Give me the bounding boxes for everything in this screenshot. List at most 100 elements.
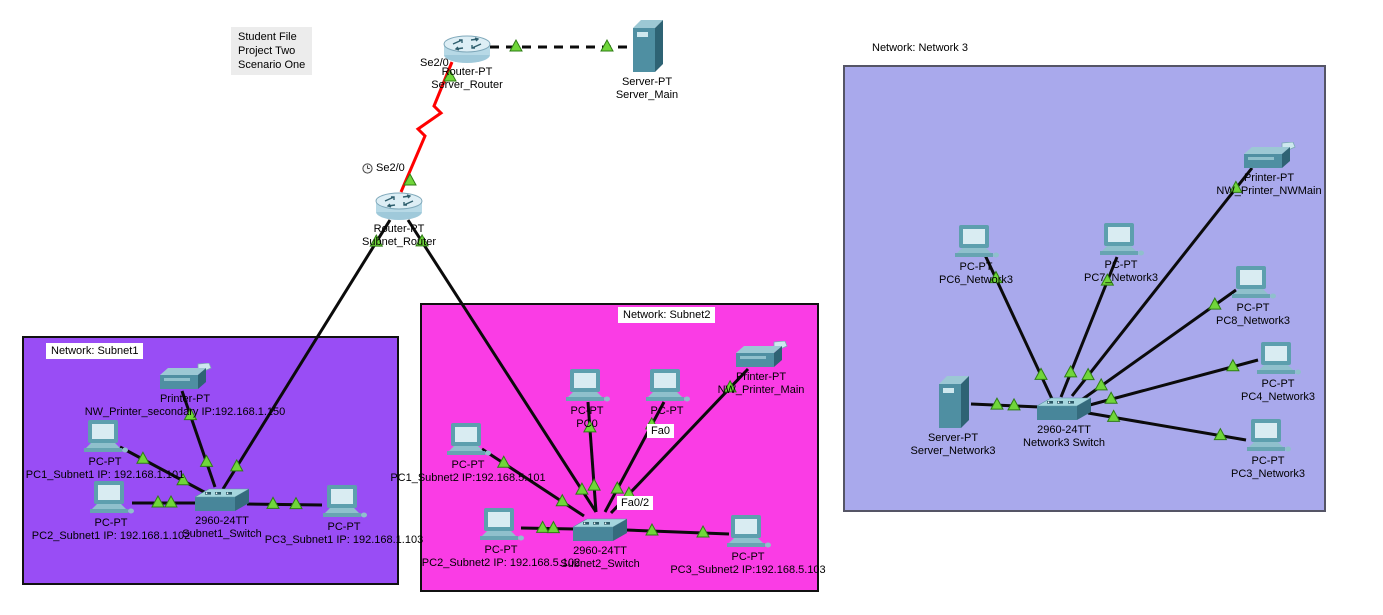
link-status-triangle [1063, 364, 1078, 378]
device-label: Printer-PT [735, 371, 787, 383]
pc-icon [564, 369, 610, 407]
link-status-triangle [645, 522, 659, 536]
device-label: Server_Network3 [910, 445, 996, 457]
device-pc1-subnet2[interactable] [445, 423, 491, 457]
note-line: Project Two [238, 45, 296, 57]
device-label: PC-PT [959, 261, 993, 273]
link-status-triangle [496, 455, 511, 468]
switch-icon [1035, 397, 1093, 426]
device-pc1-subnet1[interactable] [82, 420, 128, 454]
device-pc-fa0[interactable] [644, 369, 690, 403]
device-subnet1-switch[interactable] [193, 487, 251, 513]
device-label: PC-PT [88, 456, 122, 468]
link-printermain-switch[interactable] [609, 367, 750, 515]
device-label: PC1_Subnet2 IP:192.168.5.101 [390, 472, 546, 484]
region-subnet1 [22, 336, 399, 585]
link-printersec-switch[interactable] [180, 390, 217, 488]
link-subnetrouter-subnet2switch[interactable] [406, 219, 598, 513]
switch-icon [193, 488, 251, 517]
link-status-triangle [403, 172, 417, 186]
device-pc0[interactable] [564, 369, 610, 403]
link-status-triangle [289, 496, 303, 510]
link-status-triangle [1106, 409, 1121, 422]
link-status-triangle [1229, 180, 1243, 193]
device-label: NW_Printer_secondary IP:192.168.1.150 [84, 406, 286, 418]
device-label: PC-PT [650, 405, 684, 417]
link-status-triangle [989, 270, 1003, 284]
device-nw-printer-nwmain[interactable] [1242, 141, 1296, 170]
router-icon [375, 192, 423, 225]
link-status-triangle [600, 38, 614, 52]
device-subnet-router[interactable] [375, 191, 423, 221]
device-pc2-subnet2[interactable] [478, 508, 524, 542]
link-switch-printernwmain[interactable] [1070, 167, 1254, 397]
clock-icon [362, 162, 373, 174]
link-status-triangle [555, 493, 570, 507]
link-pc1subnet1-switch[interactable] [119, 445, 207, 495]
device-label: 2960-24TT [573, 545, 627, 557]
device-pc7-network3[interactable] [1098, 223, 1144, 257]
note-line: Scenario One [238, 59, 306, 71]
device-server-network3[interactable] [935, 376, 971, 430]
link-pcfa0-switch[interactable] [603, 401, 666, 513]
link-status-triangle [587, 478, 601, 491]
port-label-text: Fa0 [651, 425, 670, 437]
device-pc3-subnet1[interactable] [321, 485, 367, 519]
device-label: PC1_Subnet1 IP: 192.168.1.101 [25, 469, 185, 481]
link-status-triangle [546, 520, 561, 534]
device-nw-printer-main[interactable] [734, 340, 788, 369]
device-label: Router-PT [441, 66, 493, 78]
link-status-triangle [415, 233, 429, 247]
device-pc3-network3[interactable] [1245, 419, 1291, 453]
pc-icon [644, 369, 690, 407]
device-pc3-subnet2[interactable] [725, 515, 771, 549]
link-status-triangle [1207, 297, 1222, 310]
link-serverrouter-subnetrouter[interactable] [399, 61, 454, 193]
pc-icon [478, 508, 524, 546]
device-pc2-subnet1[interactable] [88, 481, 134, 515]
device-label: PC-PT [1261, 378, 1295, 390]
device-label: Printer-PT [1243, 172, 1295, 184]
link-status-triangle [176, 472, 190, 486]
device-label: Server-PT [621, 76, 673, 88]
pc-icon [1245, 419, 1291, 457]
link-status-triangle [509, 38, 523, 52]
device-label: Printer-PT [159, 393, 211, 405]
device-pc4-network3[interactable] [1255, 342, 1301, 376]
router-icon [443, 35, 491, 68]
device-nw-printer-secondary[interactable] [158, 362, 212, 391]
port-label-text: Fa0/2 [621, 497, 650, 509]
device-label: Subnet1_Switch [182, 528, 262, 540]
device-label: PC2_Subnet2 IP: 192.168.5.102 [421, 557, 581, 569]
link-status-triangle [610, 481, 625, 494]
device-server-router[interactable] [443, 34, 491, 64]
switch-icon [571, 518, 629, 547]
pc-icon [725, 515, 771, 553]
link-servernetwork3-switch[interactable] [970, 402, 1041, 409]
link-status-triangle [723, 379, 737, 393]
pc-icon [82, 420, 128, 458]
device-server-main[interactable] [629, 20, 665, 74]
device-label: Router-PT [373, 223, 425, 235]
device-network3-switch[interactable] [1035, 396, 1093, 422]
link-switch-pc3subnet1[interactable] [246, 502, 323, 507]
device-label: PC-PT [1236, 302, 1270, 314]
device-subnet2-switch[interactable] [571, 517, 629, 543]
device-label: Network3 Switch [1023, 437, 1105, 449]
server-icon [629, 20, 665, 78]
pc-icon [321, 485, 367, 523]
device-label: Server_Main [615, 89, 679, 101]
device-pc8-network3[interactable] [1230, 266, 1276, 300]
device-label: NW_Printer_Main [717, 384, 805, 396]
link-pc0-switch[interactable] [586, 401, 598, 513]
link-pc2subnet2-switch[interactable] [520, 526, 576, 531]
link-subnetrouter-subnet1switch[interactable] [221, 219, 392, 490]
device-pc6-network3[interactable] [953, 225, 999, 259]
device-label: Subnet2_Switch [560, 558, 640, 570]
device-label: PC-PT [1104, 259, 1138, 271]
link-status-triangle [183, 407, 198, 421]
link-switch-pc3subnet2[interactable] [625, 528, 730, 536]
pc-icon [1255, 342, 1301, 380]
link-status-triangle [266, 496, 280, 509]
